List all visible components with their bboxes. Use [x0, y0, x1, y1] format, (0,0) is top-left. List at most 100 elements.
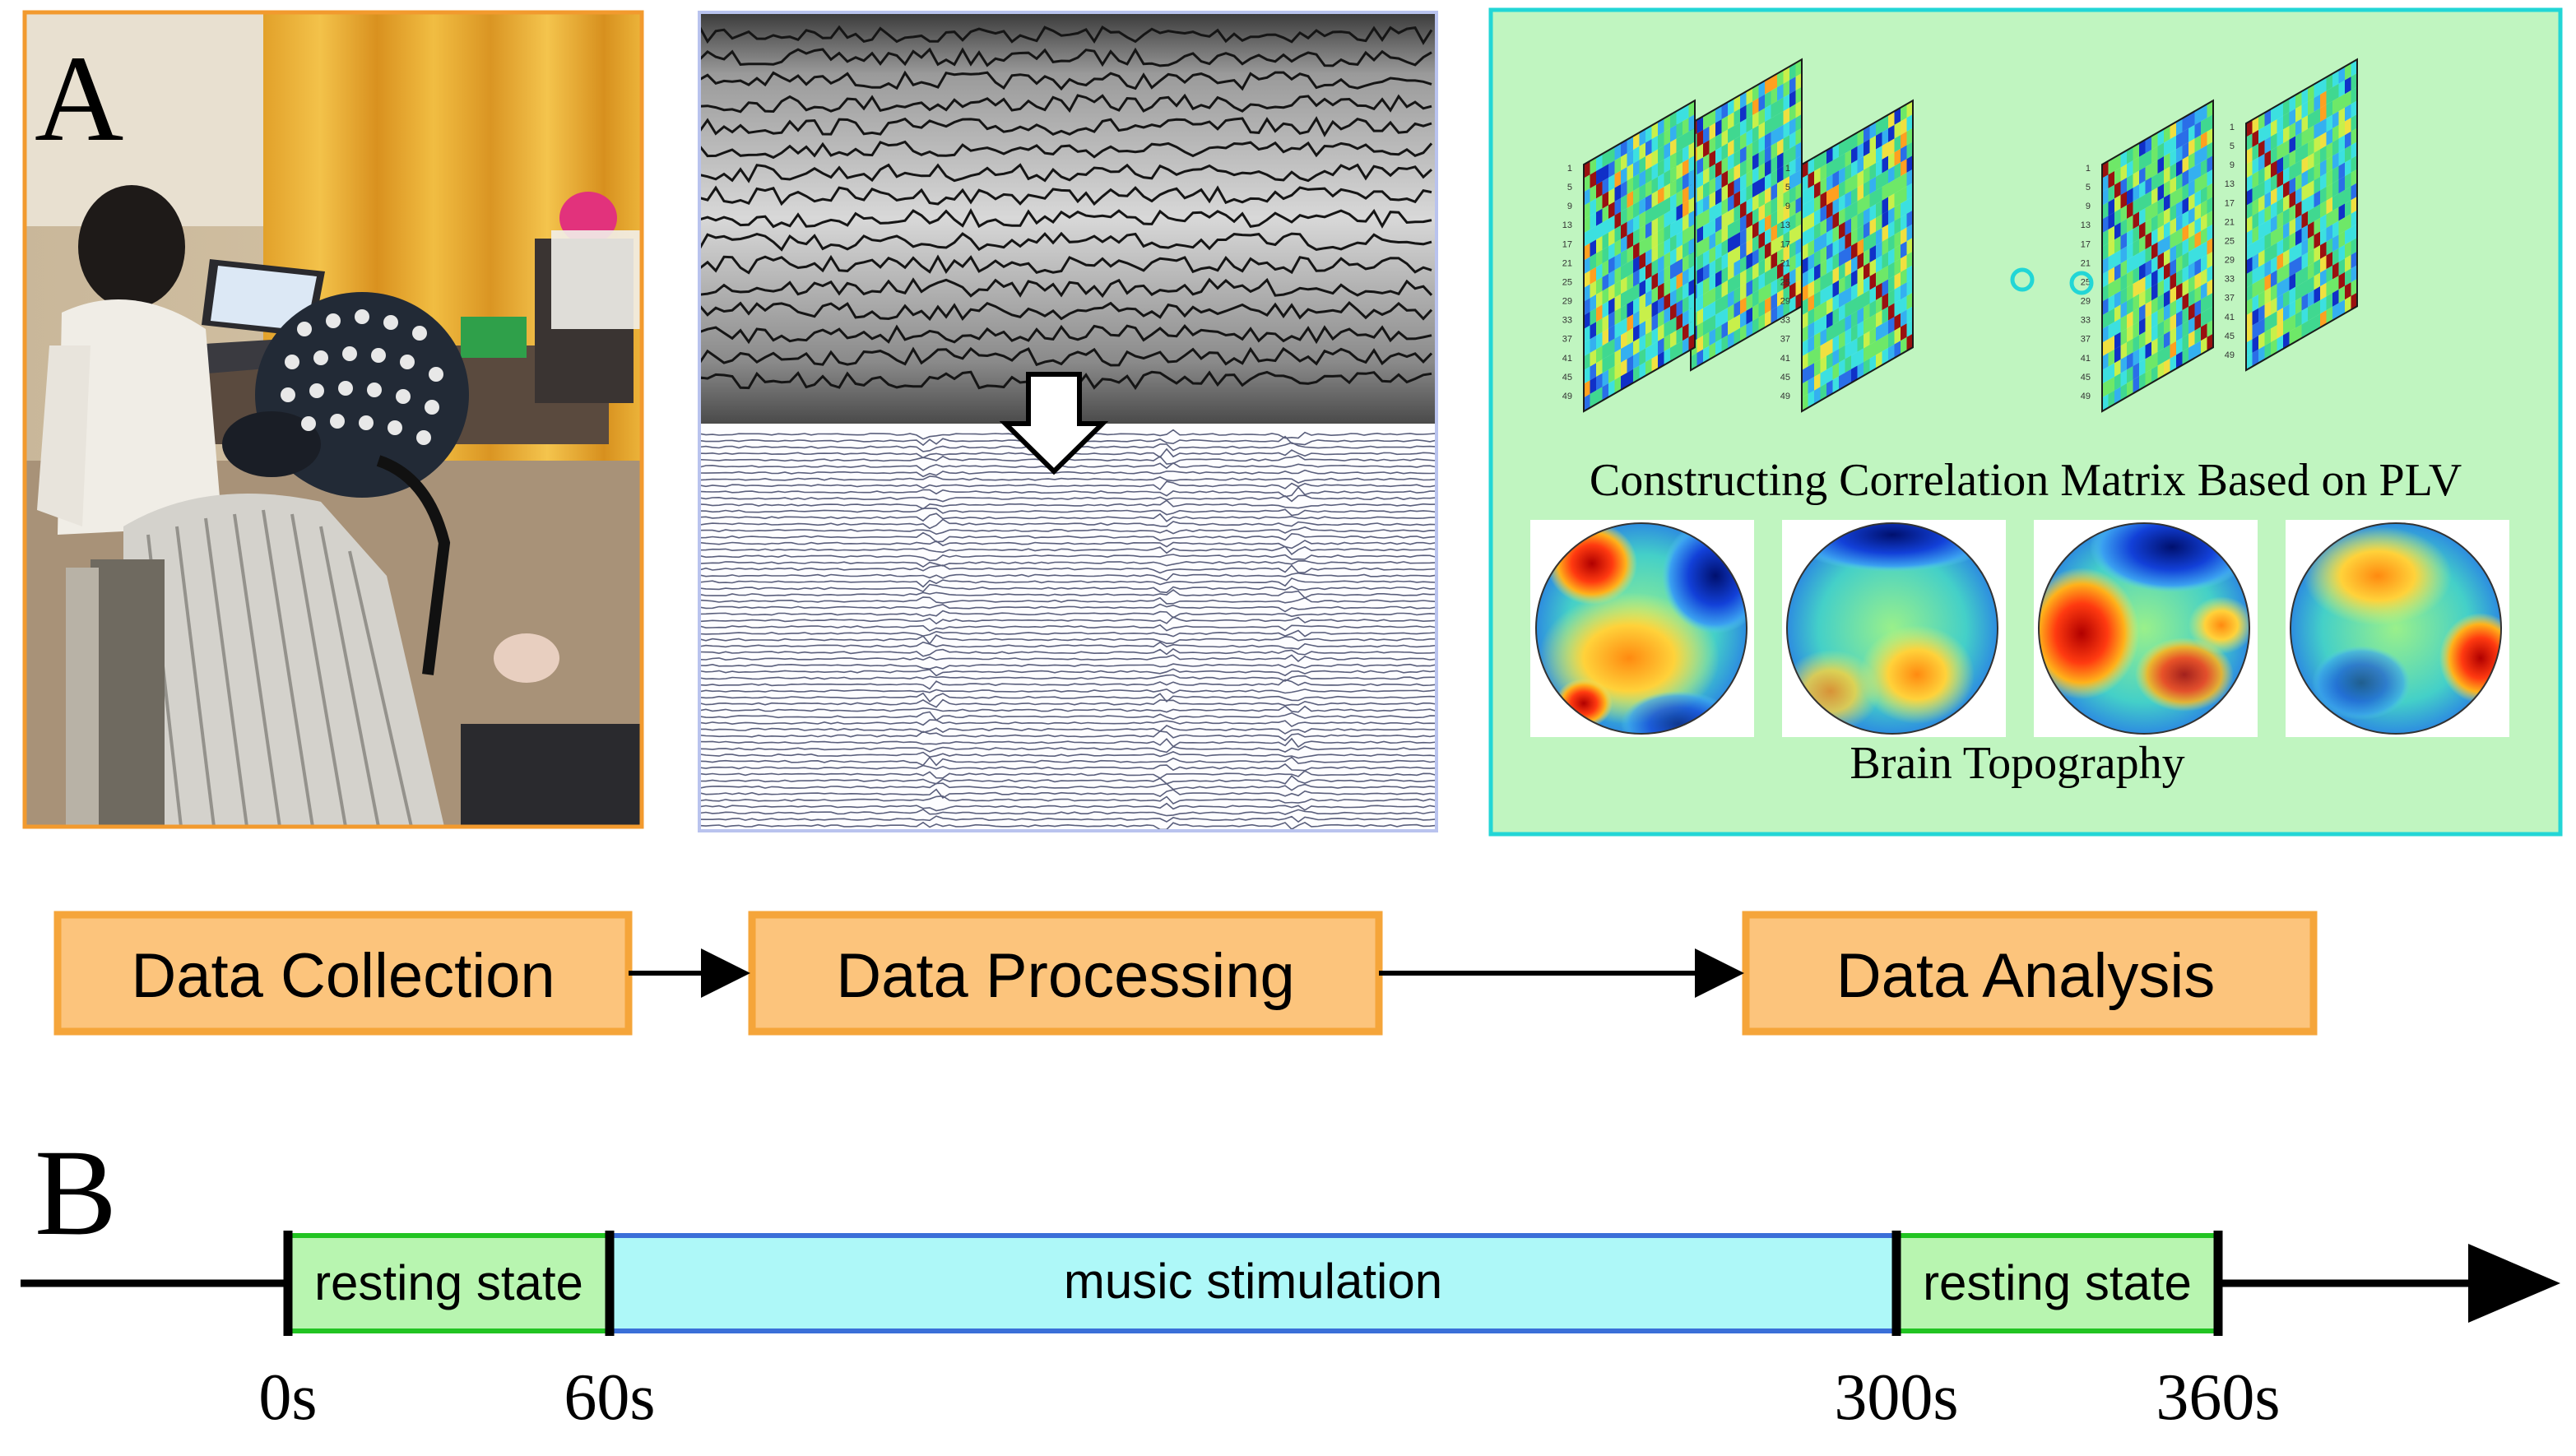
matrix-cell [1832, 211, 1839, 230]
matrix-cell [1621, 180, 1627, 198]
matrix-cell [2164, 139, 2170, 157]
matrix-cell [2145, 286, 2151, 304]
matrix-cell [1789, 213, 1796, 231]
matrix-cell [1832, 362, 1839, 380]
matrix-cell [1633, 201, 1640, 219]
matrix-cell [1734, 327, 1740, 345]
matrix-cell [2332, 165, 2339, 183]
matrix-cell [1802, 188, 1808, 206]
matrix-cell [1869, 258, 1876, 276]
matrix-cell [2258, 154, 2265, 172]
matrix-cell [2114, 222, 2121, 240]
matrix-cell [2252, 198, 2258, 216]
matrix-cell [1658, 310, 1664, 328]
matrix-cell [1906, 100, 1913, 118]
matrix-cell [1876, 228, 1882, 246]
matrix-cell [1734, 232, 1740, 250]
matrix-cell [2188, 276, 2195, 294]
matrix-cell [1696, 253, 1703, 271]
matrix-cell [1832, 239, 1839, 257]
matrix-cell [2345, 282, 2351, 300]
matrix-cell [1715, 284, 1722, 302]
matrix-cell [1894, 107, 1901, 125]
matrix-cell [1602, 355, 1608, 373]
matrix-cell [2207, 278, 2213, 296]
matrix-cell [1696, 184, 1703, 202]
matrix-cell [2151, 242, 2158, 260]
matrix-cell [2139, 373, 2146, 391]
matrix-cell [2201, 268, 2207, 286]
matrix-cell [1795, 169, 1802, 187]
matrix-cell [1882, 114, 1888, 132]
matrix-cell [1596, 332, 1603, 350]
matrix-cell [1621, 249, 1627, 267]
matrix-cell [1826, 160, 1833, 179]
matrix-cell [2164, 317, 2170, 335]
matrix-cell [1676, 176, 1683, 194]
matrix-cell [1721, 102, 1728, 120]
matrix-cell [1664, 141, 1670, 160]
matrix-cell [1709, 342, 1715, 360]
matrix-cell [1658, 200, 1664, 218]
matrix-cell [1676, 162, 1683, 180]
filtered-eeg-trace [699, 589, 1437, 599]
matrix-cell [2258, 304, 2265, 322]
matrix-cell [1670, 152, 1677, 170]
matrix-tick-label: 41 [2081, 354, 2091, 364]
matrix-cell [1703, 290, 1710, 308]
matrix-cell [2102, 243, 2109, 261]
matrix-cell [1826, 270, 1833, 288]
raw-eeg-trace [699, 70, 1432, 91]
matrix-cell [2108, 198, 2114, 216]
matrix-cell [1688, 265, 1695, 283]
filtered-eeg-trace [699, 461, 1437, 471]
matrix-cell [2301, 211, 2308, 229]
matrix-cell [2176, 173, 2183, 191]
matrix-cell [1752, 98, 1759, 116]
matrix-tick-label: 17 [1562, 239, 1572, 249]
matrix-cell [1789, 254, 1796, 272]
matrix-cell [2108, 308, 2114, 326]
matrix-cell [1894, 341, 1901, 359]
matrix-cell [1740, 187, 1747, 205]
matrix-cell [1777, 262, 1784, 280]
matrix-cell [2108, 253, 2114, 271]
matrix-cell [1851, 146, 1858, 164]
matrix-cell [2271, 338, 2277, 356]
matrix-cell [1752, 207, 1759, 225]
matrix-cell [1783, 230, 1789, 248]
matrix-cell [2326, 224, 2332, 242]
matrix-cell [1851, 338, 1858, 356]
matrix-cell [2258, 249, 2265, 267]
raw-eeg-trace [699, 116, 1432, 137]
matrix-cell [1645, 290, 1652, 308]
matrix-cell [2301, 239, 2308, 257]
matrix-cell [1584, 188, 1590, 206]
matrix-cell [2108, 390, 2114, 408]
matrix-cell [1894, 176, 1901, 194]
matrix-cell [2320, 132, 2327, 150]
matrix-cell [2264, 314, 2271, 332]
matrix-cell [1740, 297, 1747, 315]
matrix-cell [1882, 306, 1888, 324]
matrix-cell [1676, 341, 1683, 359]
matrix-cell [2102, 202, 2109, 220]
matrix-cell [1715, 243, 1722, 261]
matrix-cell [1901, 295, 1907, 313]
raw-eeg-trace [699, 254, 1432, 275]
matrix-cell [1740, 228, 1747, 246]
matrix-cell [1703, 263, 1710, 281]
matrix-cell [1670, 179, 1677, 197]
matrix-cell [1721, 239, 1728, 257]
matrix-cell [2120, 178, 2127, 196]
matrix-cell [1882, 128, 1888, 146]
matrix-cell [1845, 314, 1851, 332]
matrix-cell [2157, 334, 2164, 352]
matrix-cell [1621, 208, 1627, 226]
matrix-cell [1808, 253, 1814, 271]
matrix-cell [2133, 156, 2139, 174]
matrix-cell [1651, 258, 1658, 276]
matrix-cell [1906, 292, 1913, 310]
matrix-cell [2207, 141, 2213, 160]
matrix-cell [2338, 135, 2345, 153]
